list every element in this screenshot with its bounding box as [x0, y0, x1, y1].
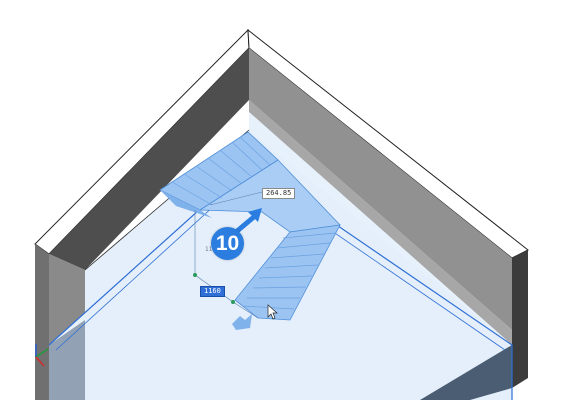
- grip-arrow-icon[interactable]: [234, 208, 262, 234]
- wall-ghost-front: [49, 320, 85, 400]
- outer-wall-left: [35, 244, 49, 400]
- stair-treads-upper: [171, 136, 271, 206]
- grip-point[interactable]: [231, 300, 235, 304]
- ucs-axis-icon: [35, 344, 49, 367]
- stair-treads-lower: [241, 232, 336, 310]
- step-number-badge: 10: [211, 227, 244, 260]
- inner-wall-right-shade: [249, 100, 512, 345]
- direction-arrow-icon: [232, 314, 252, 330]
- inner-wall-left: [49, 48, 249, 270]
- wall-ghost-right: [420, 345, 512, 400]
- stair-lower-flight: [234, 224, 341, 321]
- dimension-upper-label[interactable]: 264.85: [262, 188, 296, 199]
- stair-landing-shadow: [160, 190, 212, 218]
- outer-wall-right-face: [512, 250, 528, 388]
- inner-wall-right: [249, 48, 512, 330]
- cursor-icon: [267, 304, 278, 320]
- grip-point[interactable]: [193, 273, 197, 277]
- selection-outline: [48, 164, 513, 400]
- dimension-small-label: 11: [205, 246, 213, 253]
- dimension-lower-input[interactable]: 1160: [200, 286, 225, 297]
